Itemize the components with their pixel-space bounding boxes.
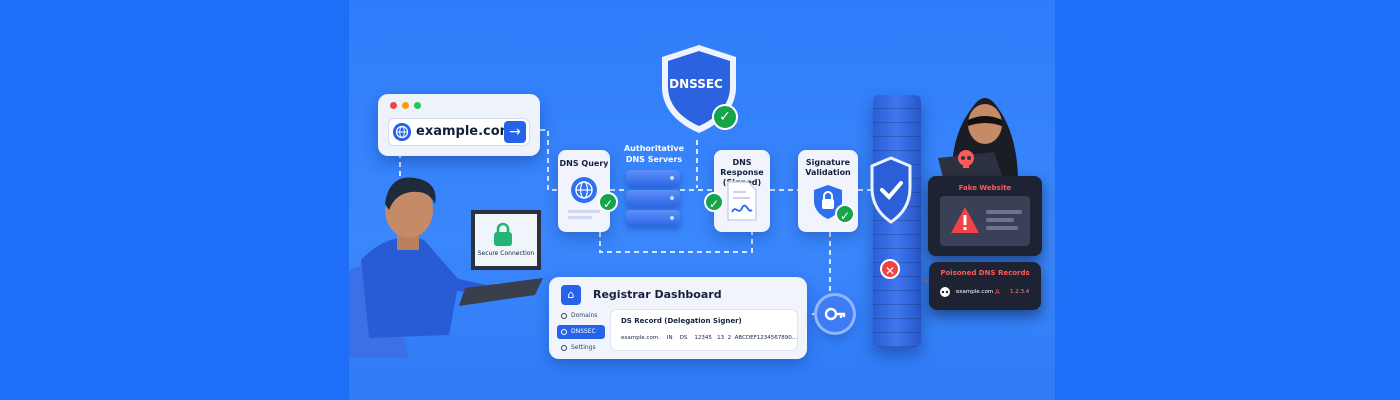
signature-line-2: Validation xyxy=(805,168,851,177)
fake-website-title: Fake Website xyxy=(958,184,1012,192)
browser-window: example.com → xyxy=(378,94,540,156)
dns-query-card: DNS Query xyxy=(558,150,610,232)
validation-check-icon: ✓ xyxy=(835,204,855,224)
signature-validation-label: Signature Validation xyxy=(798,158,858,178)
close-dot[interactable] xyxy=(390,102,397,109)
skull-icon xyxy=(940,287,950,297)
nav-item-dnssec[interactable]: DNSSEC xyxy=(557,325,605,339)
dns-query-label: DNS Query xyxy=(559,159,609,168)
signature-validation-card: Signature Validation xyxy=(798,150,858,232)
authoritative-line-2: DNS Servers xyxy=(625,155,683,164)
nav-item-settings-label: Settings xyxy=(571,344,596,351)
ds-record-row: example.com. IN DS 12345 13 2 ABCDEF1234… xyxy=(621,335,797,341)
line-placeholder xyxy=(986,226,1018,230)
ds-digest-type: 2 xyxy=(727,335,732,341)
address-bar[interactable]: example.com → xyxy=(388,118,530,146)
poisoned-dns-card: Poisoned DNS Records example.com A 1.2.3… xyxy=(929,262,1041,310)
line-placeholder xyxy=(986,210,1022,214)
key-icon xyxy=(824,307,846,321)
authoritative-line-1: Authoritative xyxy=(623,144,685,153)
user-illustration xyxy=(349,177,543,358)
poison-value: 1.2.3.4 xyxy=(1010,289,1030,295)
minimize-dot[interactable] xyxy=(402,102,409,109)
signature-line-1: Signature xyxy=(805,158,851,167)
server-unit-middle xyxy=(626,190,680,206)
line-placeholder xyxy=(568,210,600,213)
dnssec-label: DNSSEC xyxy=(669,77,723,91)
ds-type: DS xyxy=(679,335,688,341)
gear-icon xyxy=(561,345,567,351)
arrow-right-icon: → xyxy=(509,124,521,140)
nav-item-dnssec-label: DNSSEC xyxy=(571,328,596,335)
lock-icon xyxy=(494,222,512,246)
fake-website-screen xyxy=(940,196,1030,246)
nav-item-domains-label: Domains xyxy=(571,312,598,319)
firewall-shield-icon xyxy=(870,156,912,224)
poison-name: example.com xyxy=(956,289,994,295)
query-check-icon: ✓ xyxy=(598,192,618,212)
hacker-illustration xyxy=(938,98,1018,182)
dns-response-line-1: DNS Response xyxy=(720,158,764,177)
signed-document-icon xyxy=(727,181,757,221)
dns-response-card: DNS Response (Signed) xyxy=(714,150,770,232)
line-placeholder xyxy=(568,216,592,219)
fake-website-card: Fake Website xyxy=(928,176,1042,256)
poisoned-dns-title: Poisoned DNS Records xyxy=(940,269,1030,277)
authoritative-label: Authoritative DNS Servers xyxy=(614,143,694,165)
globe-icon xyxy=(393,123,411,141)
dnssec-check-icon: ✓ xyxy=(712,104,738,130)
shield-icon xyxy=(561,329,567,335)
ds-class: IN xyxy=(666,335,673,341)
ds-key-tag: 12345 xyxy=(694,335,712,341)
ds-record-panel: DS Record (Delegation Signer) example.co… xyxy=(611,310,797,350)
laptop-screen-text: Secure Connection xyxy=(477,250,535,257)
globe-icon xyxy=(571,177,597,203)
url-text: example.com xyxy=(416,124,514,139)
skull-icon xyxy=(958,150,974,168)
firewall-wall xyxy=(873,95,921,347)
warning-icon xyxy=(951,207,979,233)
nav-item-settings[interactable]: Settings xyxy=(557,341,605,355)
window-controls xyxy=(390,102,421,109)
response-check-icon: ✓ xyxy=(704,192,724,212)
nav-item-domains[interactable]: Domains xyxy=(557,309,605,323)
blocked-x-icon: ✕ xyxy=(880,259,900,279)
ds-record-title: DS Record (Delegation Signer) xyxy=(621,317,742,325)
line-placeholder xyxy=(986,218,1014,222)
ds-digest: ABCDEF1234567890... xyxy=(734,335,798,341)
go-button[interactable]: → xyxy=(504,121,526,143)
registrar-title: Registrar Dashboard xyxy=(593,288,722,301)
ds-name: example.com. xyxy=(621,335,660,341)
bank-icon: ⌂ xyxy=(561,285,581,305)
server-unit-bottom xyxy=(626,210,680,226)
key-badge xyxy=(817,296,853,332)
globe-icon xyxy=(561,313,567,319)
maximize-dot[interactable] xyxy=(414,102,421,109)
registrar-dashboard: ⌂ Registrar Dashboard Domains DNSSEC Set… xyxy=(549,277,807,359)
ds-algorithm: 13 xyxy=(717,335,725,341)
poisoned-record-row: example.com A 1.2.3.4 xyxy=(939,287,1033,301)
server-unit-top xyxy=(626,170,680,186)
poison-type: A xyxy=(995,288,1000,296)
